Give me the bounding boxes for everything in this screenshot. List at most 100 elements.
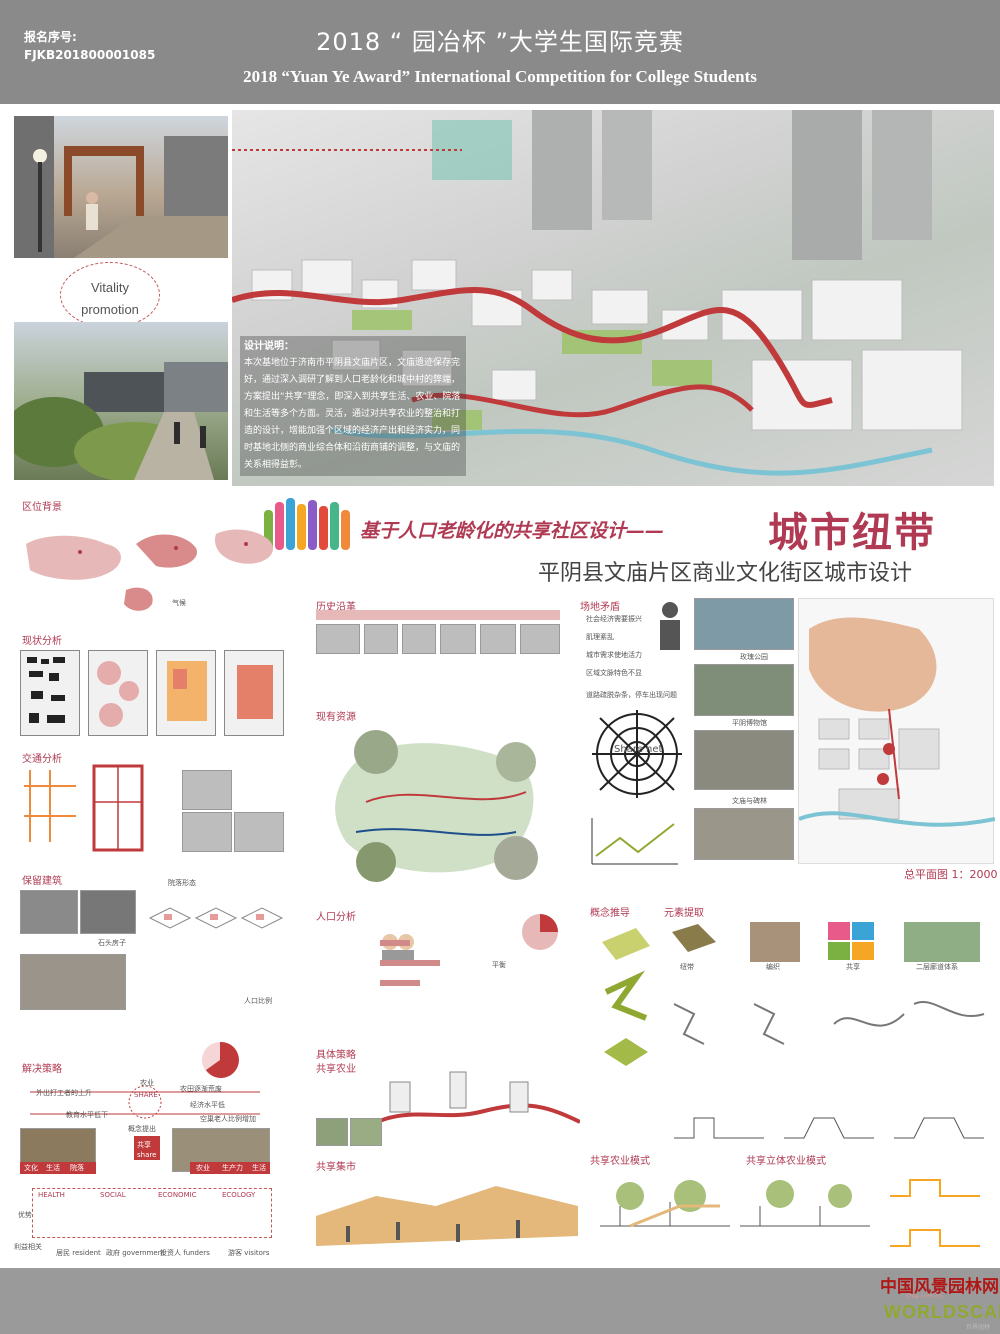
- master-plan: [798, 598, 996, 864]
- section-concept: 概念推导: [590, 908, 630, 919]
- section-strategy: 具体策略: [316, 1050, 356, 1061]
- agri-mode-sections: [590, 1166, 870, 1262]
- concept-derivation: [596, 922, 656, 1102]
- share-market-rendering: [316, 1176, 578, 1256]
- museum-photo: [694, 664, 794, 716]
- section-share-agri: 共享农业: [316, 1064, 356, 1075]
- competition-title-en: 2018 “Yuan Ye Award” International Compe…: [243, 67, 757, 86]
- aerial-masterplan-rendering: [232, 110, 994, 486]
- section-preserved: 保留建筑: [22, 876, 62, 887]
- watermark-en: WORLDSCAPE: [884, 1302, 1000, 1323]
- history-photo-3: [402, 624, 436, 654]
- street-photo-3: [234, 812, 284, 852]
- competition-title-cn: 2018 “ 园冶杯 ”大学生国际竞赛: [316, 28, 684, 56]
- element-share: [826, 920, 876, 962]
- garden-rendering-photo: [4, 322, 228, 482]
- registration-label: 报名序号:: [24, 30, 77, 44]
- section-history: 历史沿革: [316, 602, 356, 613]
- stakeholder-government: 政府 government: [106, 1249, 165, 1257]
- site-name-temple: 文庙与碑林: [732, 797, 767, 805]
- traffic-diagram-1: [20, 766, 80, 846]
- element-weave: [750, 922, 800, 962]
- hands-logo-graphic: [264, 498, 350, 550]
- corridor-details: [880, 1166, 990, 1258]
- status-plan-4: [224, 650, 284, 736]
- section-share-market: 共享集市: [316, 1162, 356, 1173]
- history-photo-6: [520, 624, 560, 654]
- benefit-health: HEALTH: [38, 1191, 65, 1199]
- benefit-economic: ECONOMIC: [158, 1191, 197, 1199]
- street-photo-1: [182, 770, 232, 810]
- design-description-text: 本次基地位于济南市平阴县文庙片区，文庙遗迹保存完好，通过深入调研了解到人口老龄化…: [244, 358, 461, 470]
- aerial-rendering-graphic: [232, 110, 963, 476]
- element-corridor: [904, 922, 980, 962]
- vitality-bubble: Vitality promotion: [60, 262, 160, 328]
- section-resources: 现有资源: [316, 712, 356, 723]
- conflict-item-2: 肌理紊乱: [586, 633, 614, 641]
- status-plan-1: [20, 650, 80, 736]
- watermark-en-small: 世界园林: [966, 1324, 991, 1331]
- benefits-box: [32, 1188, 272, 1238]
- tag-life: 生活: [46, 1164, 60, 1172]
- rose-park-photo: [694, 598, 794, 650]
- tag-culture: 文化: [24, 1164, 38, 1172]
- traffic-diagram-2: [88, 762, 148, 858]
- tag-productivity: 生产力: [222, 1164, 243, 1172]
- population-ratio-label: 人口比例: [244, 997, 272, 1005]
- stakeholders-label: 利益相关: [14, 1243, 42, 1251]
- solution-word-7: 空巢老人比例增加: [200, 1115, 256, 1123]
- main-title: 基于人口老龄化的共享社区设计——: [360, 520, 665, 542]
- temple-photo: [694, 730, 794, 790]
- solution-word-2: 教育水平低下: [66, 1111, 108, 1119]
- tags-right: [190, 1162, 270, 1174]
- vitality-line1: Vitality: [90, 280, 130, 295]
- history-photo-4: [440, 624, 476, 654]
- stakeholder-visitors: 游客 visitors: [228, 1249, 270, 1257]
- solution-word-5: 农田逐渐荒废: [180, 1085, 222, 1093]
- footer-band: [0, 1268, 1000, 1334]
- benefit-social: SOCIAL: [100, 1191, 126, 1199]
- benefit-row-label: 优势: [18, 1211, 32, 1219]
- section-status: 现状分析: [22, 636, 62, 647]
- spider-web-graphic: [584, 704, 690, 804]
- preserved-photo-1: [20, 890, 78, 934]
- section-profiles: [664, 1098, 990, 1144]
- tag-courtyard: 院落: [70, 1164, 84, 1172]
- hands-logo: [262, 496, 354, 552]
- solution-word-10: share: [137, 1151, 157, 1159]
- elderly-icon: [380, 932, 416, 960]
- garden-rendering-graphic: [4, 362, 228, 482]
- element-ribbon: [668, 922, 720, 962]
- conflict-item-4: 区域文脉特色不显: [586, 669, 642, 677]
- history-photo-1: [316, 624, 360, 654]
- watermark-en-text: WORLDSCAPE: [884, 1302, 1000, 1322]
- street-rendering-graphic: [14, 116, 228, 258]
- history-photo-2: [364, 624, 398, 654]
- tags-left: [20, 1162, 96, 1174]
- preserved-photo-2: [80, 890, 136, 934]
- header-band: [0, 0, 1000, 104]
- share-agri-diagram: [358, 1062, 581, 1152]
- tag-agri: 农业: [196, 1164, 210, 1172]
- pop-bar-2: [380, 960, 440, 966]
- element-label-weave: 编织: [766, 963, 780, 971]
- section-traffic: 交通分析: [22, 754, 62, 765]
- pie-chart: [200, 1040, 240, 1080]
- watermark-cn: 中国风景园林网: [880, 1277, 999, 1297]
- stakeholder-funders: 投资人 funders: [160, 1249, 210, 1257]
- courtyard-label: 院落形态: [168, 879, 196, 887]
- stele-photo: [694, 808, 794, 860]
- main-title-emphasis: 城市纽带: [768, 510, 936, 556]
- conflict-item-1: 社会经济需要振兴: [586, 615, 642, 623]
- element-label-ribbon: 纽带: [680, 963, 694, 971]
- solution-word-9: 共享: [137, 1141, 151, 1149]
- design-description: 设计说明： 本次基地位于济南市平阴县文庙片区，文庙遗迹保存完好，通过深入调研了解…: [240, 336, 466, 476]
- population-pie: [520, 912, 560, 952]
- status-plan-3: [156, 650, 216, 736]
- section-location: 区位背景: [22, 502, 62, 513]
- site-name-rose-park: 玫瑰公园: [740, 653, 768, 661]
- element-label-corridor: 二层廊道体系: [916, 963, 958, 971]
- stakeholder-resident: 居民 resident: [56, 1249, 101, 1257]
- design-description-title: 设计说明：: [244, 341, 294, 352]
- street-rendering-photo: [14, 116, 228, 258]
